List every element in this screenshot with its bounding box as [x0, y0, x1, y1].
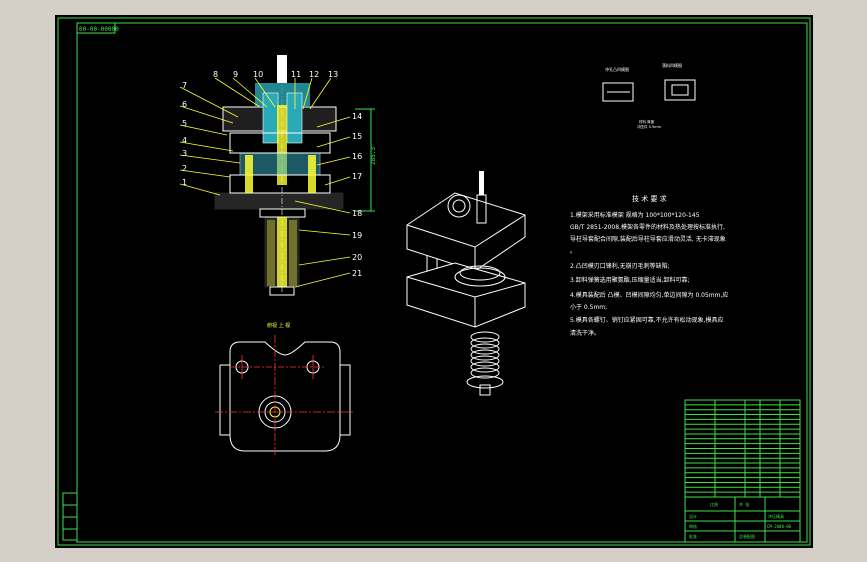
tech-req-line: 。	[570, 248, 576, 255]
designer-label: 设计	[689, 513, 697, 519]
drawing-no: CM-2008-00	[767, 524, 792, 529]
part-number: 21	[352, 269, 362, 278]
tech-req-line: 清洗干净。	[570, 329, 600, 337]
tech-req-line: 1.模架采用标准模架 规格为 100*100*120-145	[570, 211, 700, 219]
part-number: 5	[182, 119, 187, 128]
part-number: 9	[233, 70, 238, 79]
tech-req-line: 2.凸凹模刃口锋利,无崩刃毛刺等缺陷;	[570, 262, 670, 270]
part-number: 4	[182, 136, 187, 145]
section-view: 285.3 7 6	[179, 55, 377, 296]
part-number: 3	[182, 149, 187, 158]
plan-view-label: 俯视 上 视	[267, 322, 290, 329]
assembly-mark: 总装配图	[739, 533, 755, 539]
tech-req-title: 技 术 要 求	[632, 194, 667, 203]
tech-req-line: 导柱导套配合间隙,装配后导柱导套应滑动灵活, 无卡滞现象	[570, 235, 726, 243]
detail-label-left: 冲孔凸凹模图	[605, 66, 629, 72]
part-number: 16	[352, 152, 362, 161]
tech-req-line: 3.卸料弹簧选用聚氨酯,压缩量适当,卸料可靠;	[570, 276, 690, 284]
detail-label-right: 落料凹模图	[662, 62, 682, 68]
title-block: 比例 共 张 冲压模具 CM-2008-00 设计 审核 批准 总装配图	[684, 399, 801, 543]
part-number: 7	[182, 81, 187, 90]
part-number: 15	[352, 132, 362, 141]
drawing-name: 冲压模具	[768, 513, 784, 519]
part-number: 13	[328, 70, 338, 79]
part-number: 2	[182, 164, 187, 173]
top-stud	[277, 55, 287, 83]
technical-requirements: 技 术 要 求 1.模架采用标准模架 规格为 100*100*120-145 G…	[570, 194, 728, 337]
detail-views: 冲孔凸凹模图 落料凹模图 材料 厚度 冲压件 0.5mm	[602, 62, 696, 129]
part-number: 8	[213, 70, 218, 79]
scale-label: 比例	[710, 501, 718, 507]
part-number: 12	[309, 70, 319, 79]
plan-view: 俯视 上 视	[215, 322, 355, 457]
tech-req-line: 5.模具各螺钉、销钉应紧固可靠,不允许有松动现象,模具应	[570, 316, 724, 324]
inner-frame	[76, 22, 808, 543]
approved-label: 批准	[689, 533, 697, 539]
height-dimension: 285.3	[370, 147, 377, 165]
checker-label: 审核	[689, 523, 697, 529]
part-number: 17	[352, 172, 362, 181]
part-number: 6	[182, 100, 187, 109]
part-number: 14	[352, 112, 362, 121]
drawing-sheet: 00-00-00000 285.3	[55, 15, 813, 548]
part-number: 18	[352, 209, 362, 218]
sheet-label: 共 张	[739, 501, 749, 507]
cad-drawing: 00-00-00000 285.3	[57, 17, 811, 546]
part-number: 10	[253, 70, 263, 79]
part-number: 11	[291, 70, 301, 79]
drawing-code-box	[76, 22, 116, 34]
part-number: 19	[352, 231, 362, 240]
outer-frame	[57, 17, 811, 546]
isometric-view	[406, 171, 526, 396]
tech-req-line: GB/T 2851-2008,模架各零件的材料及热处理按标准执行,	[570, 223, 725, 231]
part-number: 20	[352, 253, 362, 262]
part-number: 1	[182, 178, 187, 187]
tech-req-line: 4.模具装配后 凸模、凹模间隙均匀,单边间隙为 0.05mm,应	[570, 291, 728, 299]
detail-note-2: 冲压件 0.5mm	[637, 124, 662, 129]
tech-req-line: 小于 0.5mm;	[570, 303, 607, 311]
drawing-code: 00-00-00000	[79, 26, 119, 33]
detail-note-1: 材料 厚度	[639, 119, 655, 124]
